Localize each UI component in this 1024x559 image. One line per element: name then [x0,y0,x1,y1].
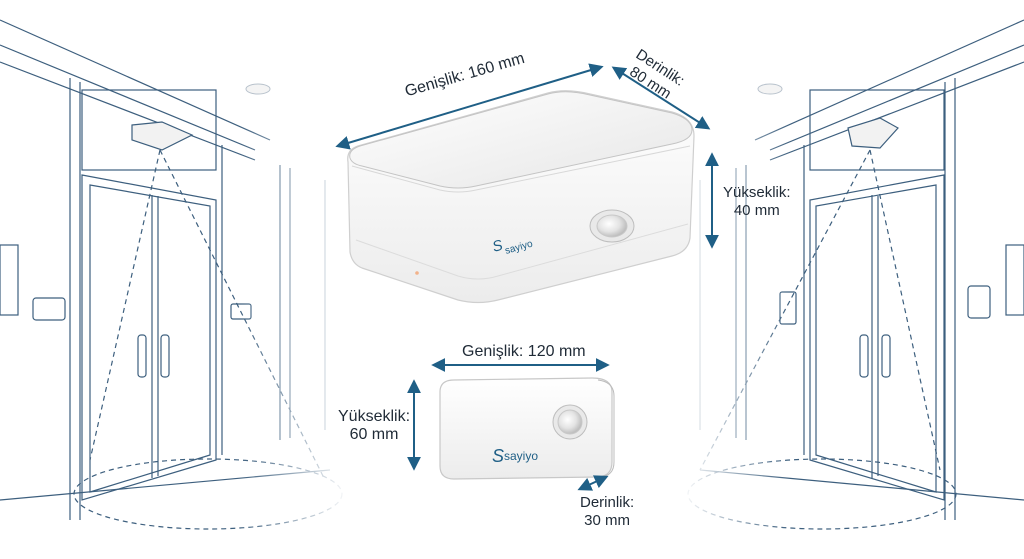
large-logo-mark: S [490,237,504,256]
large-height-label-line1: Yükseklik: [723,184,791,201]
large-width-arrow [335,63,604,150]
right-fade [680,100,790,540]
small-depth-label: Derinlik: 30 mm [580,494,634,530]
small-logo-mark: S [492,446,504,466]
small-width-label: Genişlik: 120 mm [462,343,586,360]
small-depth-label-line1: Derinlik: [580,494,635,511]
small-depth-arrow [577,475,609,491]
small-height-label-line1: Yükseklik: [338,408,411,425]
right-corridor-sketch [687,19,1024,530]
small-height-label-line2: 60 mm [349,426,399,443]
small-sensor-device [439,377,615,480]
small-device-logo: S sayiyo [492,446,538,466]
large-sensor-device [347,90,695,304]
small-height-label: Yükseklik: 60 mm [338,408,410,444]
large-height-label-line2: 40 mm [733,202,780,219]
large-height-label: Yükseklik: 40 mm [723,184,791,220]
small-logo-text: sayiyo [504,449,538,463]
ceiling-lights [245,83,783,95]
dimension-arrows [335,63,719,491]
small-depth-label-line2: 30 mm [584,512,631,529]
left-fade [240,100,350,540]
large-depth-arrow [611,66,711,130]
